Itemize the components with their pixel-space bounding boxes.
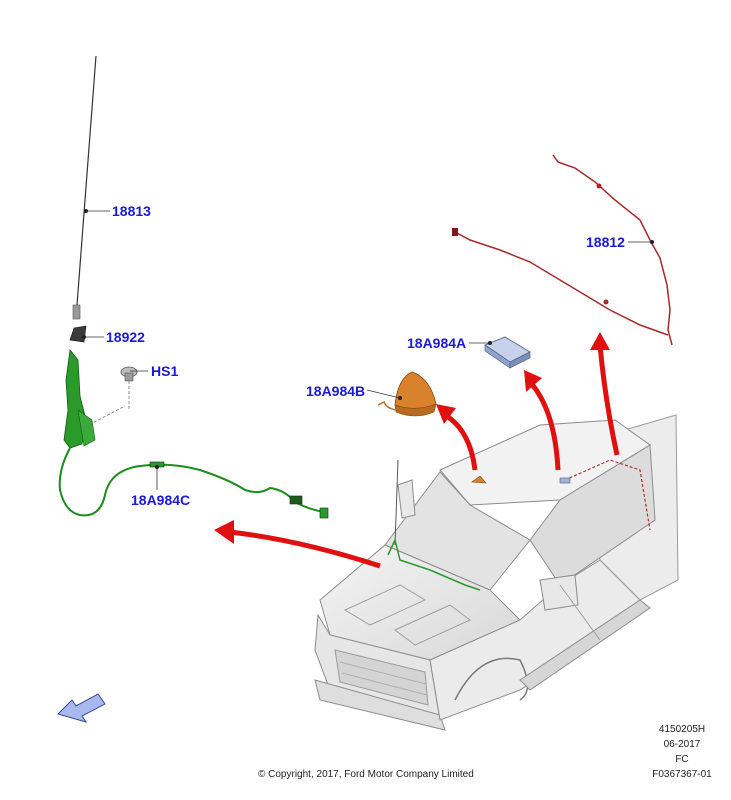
installed-shark-fin-antenna [471,475,487,484]
document-code: FC [675,754,689,765]
arrow-to-harness-red [597,344,620,456]
copyright-notice: © Copyright, 2017, Ford Motor Company Li… [258,769,474,780]
leader-dot-18813 [84,209,88,213]
leader-dot-18812 [650,240,654,244]
truck-illustration [314,414,679,731]
callout-18A984B: 18A984B [306,383,366,399]
front-direction-arrow-icon [57,693,106,723]
callout-18812: 18812 [586,234,625,250]
leader-dot-18A984B [398,396,402,400]
shark-fin-antenna [377,371,437,417]
callout-HS1: HS1 [151,363,179,379]
leader-dot-18A984C [155,465,159,469]
document-date: 06-2017 [663,739,701,750]
leader-18A984B [366,389,401,399]
document-number: 4150205H [658,724,706,735]
callout-18A984A: 18A984A [407,335,467,351]
hs1-fastener [120,366,138,382]
callout-18813: 18813 [112,203,151,219]
callout-18922: 18922 [106,329,145,345]
arrow-to-roof-antenna [443,412,478,471]
locator-arrows [214,332,620,569]
antenna-base [69,325,87,343]
leader-dot-18922 [82,335,86,339]
leader-dot-18A984A [488,341,492,345]
arrow-to-module [528,380,561,471]
arrow-to-harness-green [229,529,381,569]
callout-18A984C: 18A984C [131,492,191,508]
roof-harness-red [452,154,673,346]
antenna-cable-green [58,349,329,519]
mast-antenna [72,55,97,320]
installed-module [559,477,571,484]
antenna-module [484,336,531,369]
figure-id: F0367367-01 [652,769,712,780]
